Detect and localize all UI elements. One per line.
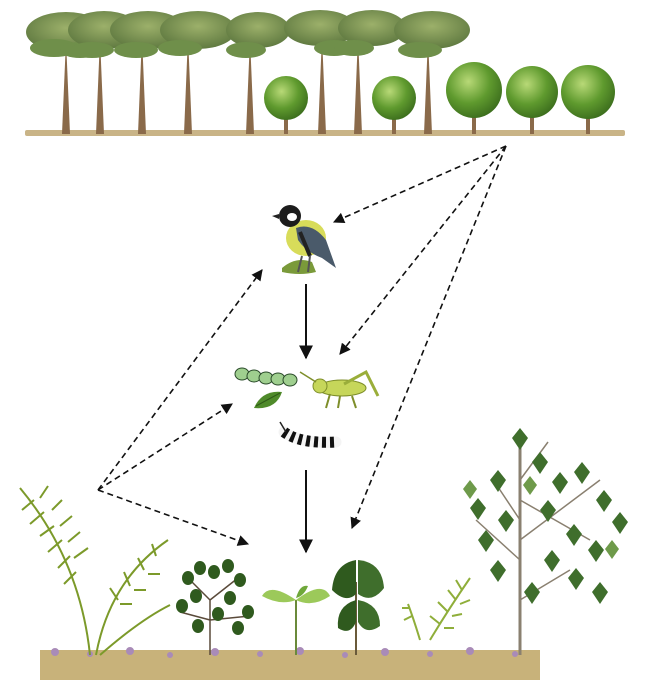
fern-left-icon bbox=[20, 486, 170, 655]
fern-small-icon bbox=[402, 578, 470, 640]
birch-tree-icon bbox=[463, 428, 628, 655]
canopy-trees-row bbox=[25, 10, 625, 136]
arrow-plants-to-insects bbox=[98, 404, 232, 490]
broadleaf-tree bbox=[264, 76, 308, 134]
caterpillar-striped-icon bbox=[280, 422, 336, 442]
arrow-canopy-to-bird bbox=[334, 146, 506, 222]
arrow-plants-to-bird bbox=[98, 270, 262, 490]
broadleaf-tree bbox=[561, 65, 615, 134]
food-web-arrows bbox=[98, 146, 506, 552]
broadleaf-tree bbox=[372, 76, 416, 134]
insects-icon bbox=[235, 368, 378, 442]
seedling-icon bbox=[262, 586, 330, 655]
caterpillar-green-icon bbox=[235, 368, 297, 386]
ground-strip bbox=[40, 650, 540, 680]
broadleaf-tree bbox=[446, 62, 502, 134]
bush-icon bbox=[176, 559, 254, 655]
young-tree-icon bbox=[332, 560, 384, 655]
grasshopper-icon bbox=[300, 372, 378, 408]
broadleaf-tree bbox=[506, 66, 558, 134]
understory-plants-row bbox=[20, 428, 628, 680]
great-tit-icon bbox=[272, 205, 336, 274]
leaf-icon bbox=[254, 392, 282, 408]
arrow-plants-to-plants bbox=[98, 490, 248, 544]
arrow-canopy-to-insects bbox=[340, 146, 506, 354]
pine-tree bbox=[158, 11, 236, 134]
